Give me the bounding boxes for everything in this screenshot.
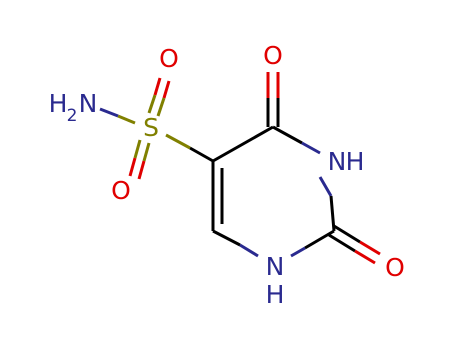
bond-s-obot-2r <box>137 160 146 180</box>
bond-c2-o-2 <box>328 233 356 253</box>
bond-c2-o-2r <box>354 249 376 265</box>
bond-c5-s-s <box>165 133 191 150</box>
bond-n3-c2 <box>329 195 336 232</box>
atom-o-sulfonyl-bottom: O <box>111 176 131 205</box>
bond-s-obot-1r <box>128 157 137 177</box>
atom-h-n1: H <box>266 280 285 309</box>
atom-s: S <box>143 113 159 142</box>
bond-c5-c4 <box>212 125 274 163</box>
bond-s-otop-2 <box>156 97 166 117</box>
bond-s-otop-1 <box>147 94 157 114</box>
bond-c4-n3-n <box>301 141 321 155</box>
bond-s-obot-2 <box>142 142 151 162</box>
bond-s-n-n <box>99 107 119 118</box>
bond-c2-o-1 <box>333 224 361 244</box>
atom-o-carbonyl-top: O <box>263 41 283 70</box>
bond-n1-c6 <box>212 229 241 247</box>
atom-n-amide: N <box>79 89 98 118</box>
bond-c2-n1-n <box>290 246 306 258</box>
bond-n1-c6-n <box>239 243 259 258</box>
bond-c4-n3 <box>272 125 303 145</box>
bond-s-otop-2r <box>162 80 171 99</box>
atom-h-amide: H <box>49 89 68 118</box>
atom-n3: N <box>328 147 347 176</box>
bond-s-n <box>117 114 136 125</box>
bond-n3-c2-n <box>318 176 333 197</box>
atom-h-n3: H <box>346 147 365 176</box>
atom-o-carbonyl-right: O <box>385 253 405 282</box>
bond-c2-n1 <box>304 229 335 250</box>
atom-h-amide-subscript: 2 <box>67 106 78 126</box>
atom-o-sulfonyl-top: O <box>159 44 179 73</box>
bond-s-obot-1 <box>133 139 142 159</box>
atom-n1: N <box>266 252 285 281</box>
bond-c5-s <box>189 146 214 163</box>
bond-c2-o-1r <box>359 240 381 256</box>
bond-s-otop-1r <box>153 77 162 96</box>
